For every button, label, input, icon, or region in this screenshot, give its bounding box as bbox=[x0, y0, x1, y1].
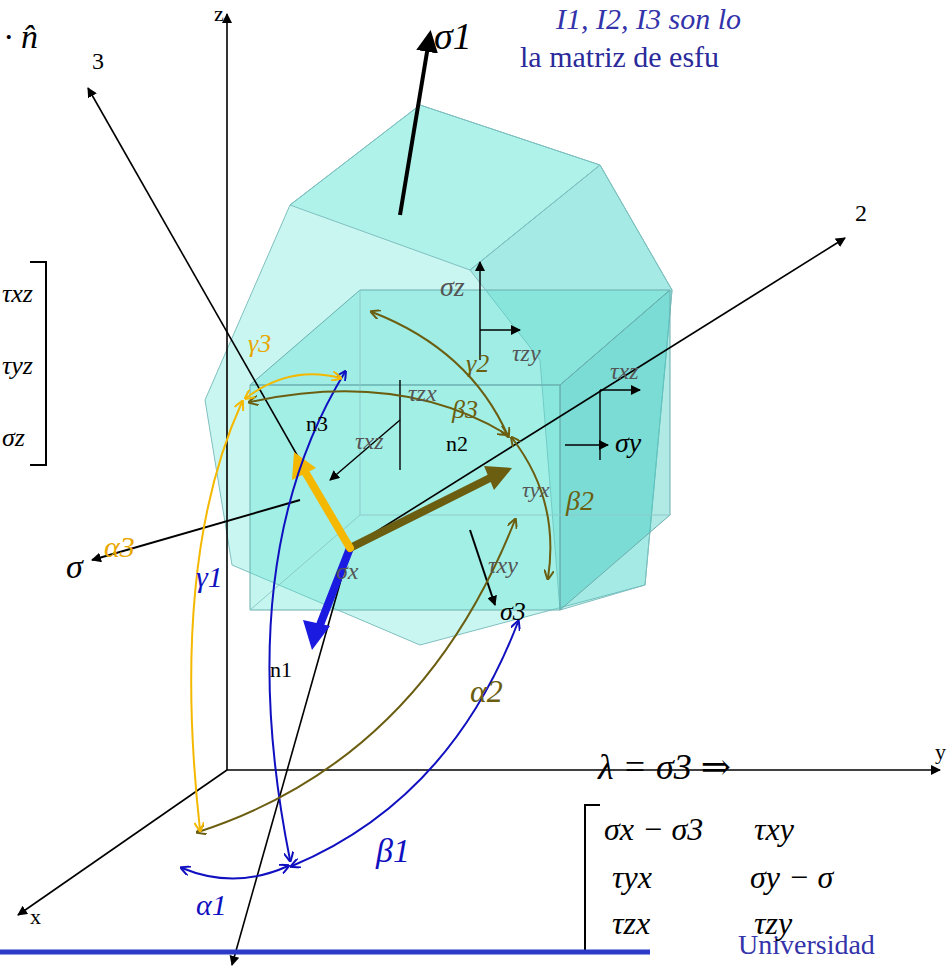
axis-label: z bbox=[214, 2, 224, 26]
matrix-entry: τxy bbox=[754, 812, 794, 847]
stress-label: τxz bbox=[355, 428, 384, 454]
matrix-entry: τyz bbox=[2, 352, 33, 381]
matrix-bracket bbox=[585, 805, 600, 952]
stress-label: τxz bbox=[610, 358, 639, 384]
axis-label: 3 bbox=[92, 48, 104, 74]
angle-label: α2 bbox=[470, 674, 503, 709]
vector-label: n1 bbox=[270, 658, 292, 682]
stress-label: σ3 bbox=[500, 598, 526, 627]
angle-label: β1 bbox=[376, 832, 410, 869]
stress-label: σ bbox=[66, 548, 83, 585]
footer-text: Universidad bbox=[738, 930, 875, 961]
vector-symbol: · n̂ bbox=[4, 18, 38, 55]
matrix-entry: τyx bbox=[612, 860, 652, 895]
xyz-axes bbox=[18, 14, 940, 915]
caption-text: I1, I2, I3 son lo bbox=[556, 2, 741, 35]
stress-label: σy bbox=[615, 428, 641, 459]
matrix-entry: σz bbox=[2, 424, 25, 453]
matrix-entry: τxz bbox=[2, 280, 33, 309]
angle-label: α1 bbox=[196, 888, 227, 921]
stress-label: τyx bbox=[522, 478, 549, 502]
matrix-entry: σy − σ bbox=[750, 860, 833, 895]
angle-label: γ2 bbox=[466, 350, 489, 379]
caption-text: la matriz de esfu bbox=[520, 40, 719, 73]
matrix-entry: τzx bbox=[612, 906, 650, 941]
matrix-entry: σx − σ3 bbox=[604, 812, 703, 847]
angle-label: α3 bbox=[104, 530, 135, 563]
stress-label: σz bbox=[440, 272, 465, 303]
angle-label: β2 bbox=[566, 486, 594, 517]
footer-rule bbox=[0, 950, 650, 955]
stress-label: τzy bbox=[512, 340, 541, 366]
stress-label: σx bbox=[336, 558, 359, 584]
angle-arcs bbox=[182, 312, 550, 879]
axis-label: y bbox=[935, 740, 946, 764]
stress-cube bbox=[250, 290, 670, 610]
stress-label: τzx bbox=[408, 380, 437, 406]
stress-label: σ1 bbox=[434, 16, 472, 58]
axis-label: 2 bbox=[855, 200, 867, 226]
rotated-cube bbox=[205, 105, 672, 645]
vector-label: n3 bbox=[306, 412, 328, 436]
equation: λ = σ3 ⇒ bbox=[598, 748, 731, 788]
vector-label: n2 bbox=[446, 432, 468, 456]
angle-label: γ1 bbox=[196, 560, 223, 593]
stress-label: τxy bbox=[488, 552, 518, 578]
axis-label: x bbox=[30, 905, 41, 929]
normal-vectors bbox=[292, 452, 512, 650]
angle-label: γ3 bbox=[248, 330, 271, 359]
angle-label: β3 bbox=[452, 396, 478, 425]
stress-arrows bbox=[92, 34, 640, 605]
principal-axes bbox=[88, 88, 845, 965]
